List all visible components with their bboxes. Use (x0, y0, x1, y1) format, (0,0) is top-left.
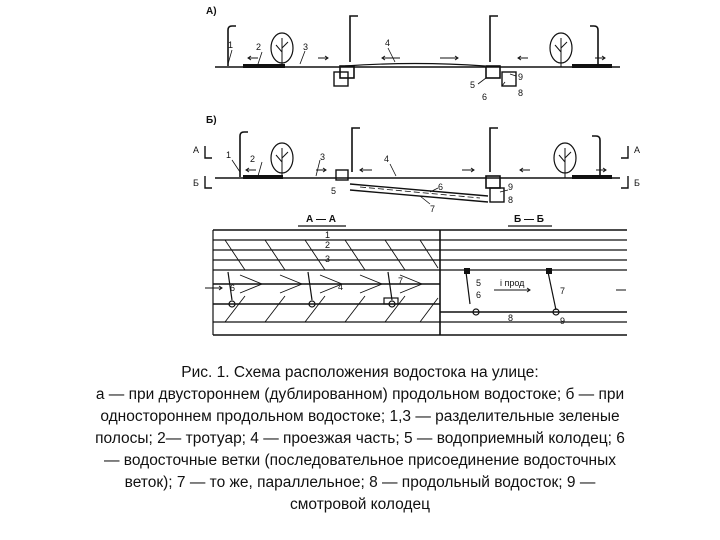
panel-b-lamp-left (239, 131, 248, 177)
panel-b-label-9: 9 (508, 182, 513, 192)
panel-b-tree-right (553, 142, 577, 178)
panel-b-section-mark-b-left: Б (193, 178, 199, 188)
panel-a: А) (206, 6, 620, 102)
panel-b-label-8: 8 (508, 195, 513, 205)
panel-b-label-2: 2 (250, 154, 255, 164)
panel-b-sidewalk-right (572, 175, 612, 179)
panel-b-branch-pipe (349, 183, 489, 203)
plan-strip-lines (213, 239, 627, 323)
plan-aa-label-2: 2 (325, 240, 330, 250)
panel-a-flow-arrow-3 (381, 55, 400, 61)
panel-b-inspection-well (489, 187, 505, 203)
panel-a-lamp-left (227, 25, 236, 66)
panel-b-section-mark-a-left: А (193, 145, 199, 155)
panel-b-label-6: 6 (438, 182, 443, 192)
panel-b-flow-arrow-4 (462, 167, 475, 173)
plan-bb-label-9: 9 (560, 316, 565, 326)
panel-a-label-8: 8 (518, 88, 523, 98)
plan-bb-well-2 (552, 308, 560, 316)
panel-a-sidewalk-right (572, 64, 612, 68)
panel-a-tree-left (270, 32, 294, 67)
panel-b-flow-arrow-5 (519, 167, 530, 173)
panel-a-flow-arrow-2 (318, 55, 329, 61)
plan-bb-label-5: 5 (476, 278, 481, 288)
panel-a-label: А) (206, 6, 217, 17)
plan-bb-label-8: 8 (508, 313, 513, 323)
panel-b: Б) А Б А Б (193, 115, 640, 214)
panel-b-label-7: 7 (430, 204, 435, 214)
panel-a-drain-pipe-right (501, 71, 517, 87)
panel-b-tree-left (270, 142, 294, 178)
plan-bb-well-1 (472, 308, 480, 316)
plan-bb-label-6: 6 (476, 290, 481, 300)
plan-bb-slope-label: i прод (500, 278, 525, 288)
panel-b-flow-arrow-3 (359, 167, 372, 173)
panel-b-label-4: 4 (384, 154, 389, 164)
panel-a-label-9: 9 (518, 72, 523, 82)
panel-a-lamp-center-left (349, 15, 358, 62)
panel-b-flow-arrow-1 (245, 167, 256, 173)
panel-a-label-2: 2 (256, 42, 261, 52)
panel-a-flow-arrow-1 (247, 55, 258, 61)
plan-aa-label-1: 1 (325, 230, 330, 240)
panel-b-sidewalk-left (243, 175, 283, 179)
section-aa-label: А — А (306, 214, 336, 225)
panel-b-lamp-right (592, 135, 601, 177)
panel-b-flow-arrow-6 (596, 167, 607, 173)
plan-aa-label-3: 3 (325, 254, 330, 264)
plan-aa-branches (227, 271, 393, 301)
plan-views: А — А Б — Б 6 4 7 1 2 3 5 6 i про (205, 214, 627, 336)
panel-a-inlet-well-right (485, 65, 501, 79)
panel-a-flow-arrow-5 (517, 55, 528, 61)
panel-a-flow-arrow-4 (440, 55, 459, 61)
caption-body: а — при двустороннем (дублированном) про… (95, 386, 625, 513)
plan-aa-label-4: 4 (338, 282, 343, 292)
plan-aa-well-1 (228, 300, 236, 308)
plan-bb-branches (465, 271, 557, 311)
panel-a-drain-pipe-left (333, 71, 349, 87)
panel-b-label: Б) (206, 115, 217, 126)
panel-a-label-5: 5 (470, 80, 475, 90)
plan-aa-label-6: 6 (230, 283, 235, 293)
plan-bb-label-7: 7 (560, 286, 565, 296)
panel-b-section-mark-b-right: Б (634, 178, 640, 188)
panel-b-section-mark-a-right: А (634, 145, 640, 155)
figure-caption: Рис. 1. Схема расположения водостока на … (10, 362, 710, 516)
panel-a-roadway (344, 62, 486, 67)
panel-a-lamp-center-right (489, 15, 498, 62)
panel-a-flow-arrow-6 (595, 55, 606, 61)
panel-b-label-5: 5 (331, 186, 336, 196)
panel-b-label-1: 1 (226, 150, 231, 160)
panel-a-lamp-right (590, 25, 599, 66)
panel-b-lamp-center-right (489, 127, 498, 172)
panel-a-sidewalk-left (243, 64, 285, 68)
plan-aa-well-2 (308, 300, 316, 308)
panel-a-tree-right (549, 32, 573, 67)
panel-a-inlet-well-left (339, 65, 355, 79)
panel-b-lamp-center-left (351, 127, 360, 172)
panel-b-label-3: 3 (320, 152, 325, 162)
panel-a-label-6: 6 (482, 92, 487, 102)
panel-b-inlet-well-left (335, 169, 349, 181)
plan-aa-grading (224, 239, 439, 323)
panel-a-label-1: 1 (228, 40, 233, 50)
caption-title: Рис. 1. Схема расположения водостока на … (181, 364, 539, 381)
plan-boundaries (213, 229, 627, 336)
street-drainage-diagram: А) (193, 6, 640, 336)
section-bb-label: Б — Б (514, 214, 544, 225)
plan-aa-label-7: 7 (398, 276, 403, 286)
panel-a-label-3: 3 (303, 42, 308, 52)
panel-a-label-4: 4 (385, 38, 390, 48)
